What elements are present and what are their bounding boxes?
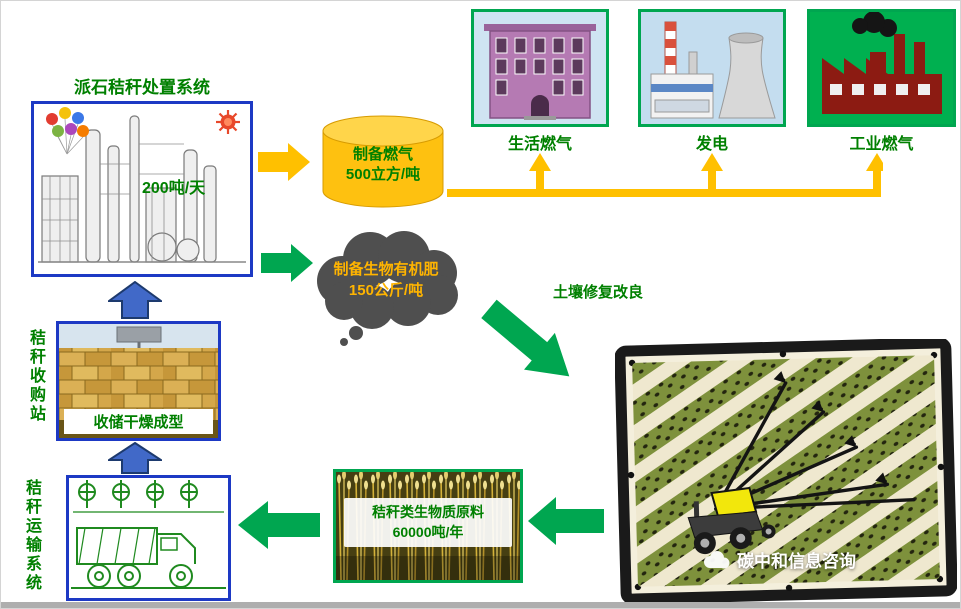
arrow-storage-to-plant [108, 281, 162, 319]
gas-tank: 制备燃气 500立方/吨 [319, 111, 447, 211]
irrigation-roads [714, 381, 916, 511]
watermark-text: 碳中和信息咨询 [737, 552, 856, 571]
industrial-gas-label: 工业燃气 [849, 136, 914, 153]
sun-icon [216, 110, 240, 134]
factory-illustration-icon [38, 107, 246, 263]
industrial-factory-icon [810, 12, 953, 124]
tree-symbols-icon [78, 480, 198, 508]
gas-tank-name: 制备燃气 [352, 146, 413, 163]
domestic-gas-card [471, 9, 609, 127]
storage-card: 收储干燥成型 [56, 321, 221, 441]
fertilizer-name: 制备生物有机肥 [333, 261, 439, 278]
plant-capacity: 200吨/天 [142, 180, 206, 197]
purchase-station-label: 秸秆收购站 [27, 329, 44, 424]
biomass-amount: 60000吨/年 [392, 524, 464, 541]
smoke-icon [852, 12, 897, 37]
watermark: 碳中和信息咨询 [701, 547, 951, 572]
transport-card [66, 475, 231, 601]
arrow-transport-to-storage [108, 442, 162, 474]
arrow-plant-to-fertilizer [261, 244, 313, 282]
cloud-shape-icon [317, 231, 458, 346]
apartment-building-icon [474, 12, 606, 124]
power-generation-card [638, 9, 786, 127]
tractor-icon [687, 486, 776, 555]
arrow-farm-to-biomass [528, 497, 604, 545]
fertilizer-yield: 150公斤/吨 [348, 282, 424, 299]
farm-picture [615, 339, 957, 603]
loader-machine-icon [116, 326, 162, 349]
transport-system-label: 秸秆运输系统 [23, 479, 40, 593]
gas-distribution-lines [447, 153, 883, 197]
industrial-gas-card [807, 9, 956, 127]
truck-drawing-icon [71, 480, 226, 589]
arrow-plant-to-gas [258, 143, 310, 181]
biomass-card: 秸秆类生物质原料 60000吨/年 [333, 469, 523, 583]
cylinder-icon [322, 115, 444, 208]
balloons-icon [46, 107, 89, 155]
power-plant-icon [641, 12, 783, 124]
diagram-title: 派石秸秆处置系统 [74, 78, 210, 97]
arrow-fertilizer-to-farm [481, 299, 570, 377]
biomass-name: 秸秆类生物质原料 [372, 504, 484, 520]
bottom-border-strip [1, 602, 960, 608]
soil-remediation-label: 土壤修复改良 [553, 284, 644, 301]
gas-tank-yield: 500立方/吨 [345, 166, 421, 184]
power-generation-label: 发电 [695, 136, 728, 153]
cloud-logo-icon [704, 550, 730, 568]
storage-caption: 收储干燥成型 [64, 409, 213, 434]
fertilizer-cloud: 制备生物有机肥 150公斤/吨 [304, 221, 468, 347]
processing-plant-card: 200吨/天 [31, 101, 253, 277]
frame-bolts-icon [627, 350, 945, 592]
farm-field-icon [615, 339, 957, 603]
arrow-biomass-to-transport [238, 501, 320, 549]
domestic-gas-label: 生活燃气 [507, 136, 572, 153]
